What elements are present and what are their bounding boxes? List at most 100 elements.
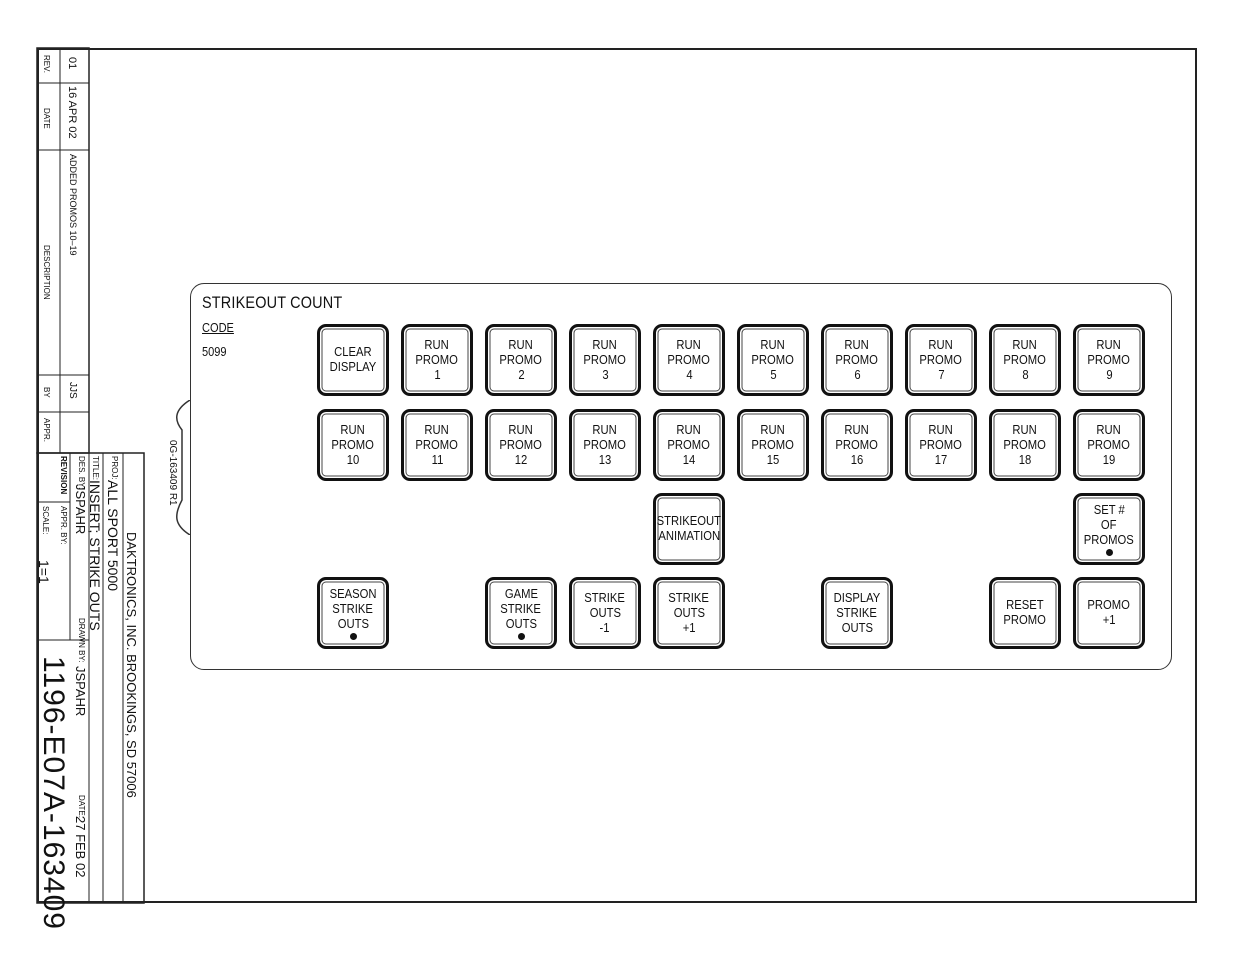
key-label-line: PROMO <box>1003 352 1047 367</box>
key-label-line: STRIKE <box>584 590 626 605</box>
key-label-line: RUN <box>508 337 534 352</box>
key-label-line: 12 <box>514 452 528 467</box>
key-label-line: -1 <box>599 620 611 635</box>
key-label-line: OUTS <box>841 620 873 635</box>
date-value-tb: 27 FEB 02 <box>73 816 88 878</box>
key-label-line: 17 <box>934 452 948 467</box>
key-label-line: 18 <box>1018 452 1032 467</box>
key-label-line: RUN <box>592 337 618 352</box>
key-label-line: PROMO <box>1087 598 1131 612</box>
by-value: JJS <box>67 382 78 399</box>
key-label-line: OUTS <box>337 616 369 631</box>
key-label-line: +1 <box>682 620 696 635</box>
key-label-line: PROMO <box>499 437 543 452</box>
key-label-line: RUN <box>1096 422 1122 437</box>
key-label-line: RESET <box>1006 598 1044 612</box>
scale-value: 1=1 <box>36 560 52 584</box>
key-label-line: RUN <box>592 422 618 437</box>
key-label-line: PROMO <box>583 352 627 367</box>
key-label-line: 19 <box>1102 452 1116 467</box>
key-label-line: PROMO <box>1087 352 1131 367</box>
key-label-line: PROMO <box>751 352 795 367</box>
key-label-line: RUN <box>508 422 534 437</box>
key-label-line: OUTS <box>673 605 705 620</box>
key-label-line: STRIKE <box>500 601 542 616</box>
proj-value: ALL SPORT 5000 <box>105 480 121 592</box>
key-label-line: 15 <box>766 452 780 467</box>
key-label-line: 11 <box>431 452 443 467</box>
key-label-line: PROMO <box>499 352 543 367</box>
key-label-line: OUTS <box>505 616 537 631</box>
key-label-line: PROMO <box>667 352 711 367</box>
indicator-dot-icon <box>1105 548 1113 556</box>
indicator-dot-icon <box>517 632 525 640</box>
drawn-by-label: DRAWN BY: <box>77 618 86 663</box>
drawn-by-value: JSPAHR <box>73 666 88 717</box>
key-label-line: RUN <box>760 337 786 352</box>
key-label-line: RUN <box>844 422 870 437</box>
key-label-line: OUTS <box>589 605 621 620</box>
drawing-frame <box>37 48 1197 903</box>
key-label-line: PROMO <box>835 437 879 452</box>
key-label-line: GAME <box>504 586 538 601</box>
key-label-line: 3 <box>601 367 609 382</box>
key-label-line: +1 <box>1102 613 1116 627</box>
key-label-line: RUN <box>1012 337 1038 352</box>
code-label: CODE <box>202 320 234 335</box>
key-label-line: 2 <box>517 367 525 382</box>
keypad-insert-panel <box>190 283 1172 670</box>
key-label-line: OF <box>1101 517 1117 532</box>
rev-header: REV. <box>42 55 51 73</box>
scale-label: SCALE: <box>41 506 50 535</box>
key-label-line: PROMO <box>1087 437 1131 452</box>
key-label-line: RUN <box>676 422 702 437</box>
key-label-line: PROMO <box>415 437 459 452</box>
key-label-line: RUN <box>424 337 450 352</box>
des-by-value: JSPAHR <box>73 484 88 535</box>
key-label-line: PROMO <box>919 352 963 367</box>
key-label-line: PROMO <box>415 352 459 367</box>
key-label-line: PROMO <box>751 437 795 452</box>
key-label-line: 5 <box>769 367 777 382</box>
code-value: 5099 <box>202 344 227 359</box>
key-label-line: 16 <box>850 452 864 467</box>
key-label-line: STRIKEOUT <box>656 514 722 528</box>
proj-label: PROJ: <box>110 456 119 480</box>
key-label-line: PROMO <box>667 437 711 452</box>
key-label-line: 6 <box>853 367 861 382</box>
key-promo-plus-1[interactable]: PROMO+1 <box>1073 577 1145 649</box>
key-label-line: 4 <box>685 367 693 382</box>
key-label-line: 8 <box>1021 367 1029 382</box>
key-label-line: 13 <box>598 452 612 467</box>
appr-header: APPR. <box>42 418 51 443</box>
